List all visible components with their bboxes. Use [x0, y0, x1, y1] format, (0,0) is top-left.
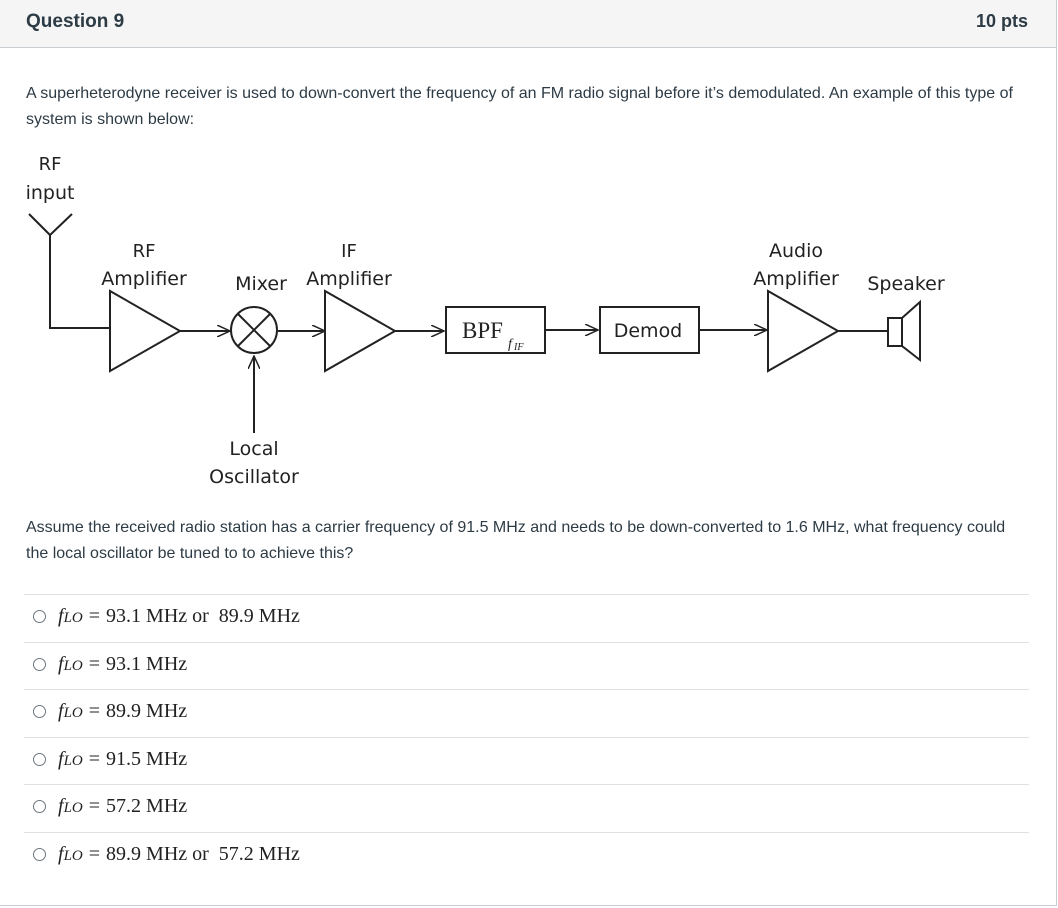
- superheterodyne-diagram: RF input RF Amplifier Mixer IF Amplifier…: [26, 154, 945, 488]
- answer-label[interactable]: fLO=93.1 MHz: [58, 652, 188, 675]
- answer-option[interactable]: fLO=91.5 MHz: [24, 736, 1029, 785]
- speaker-icon: [887, 299, 921, 363]
- rf-input-label-1: RF: [39, 154, 62, 175]
- bpf-box: [445, 306, 546, 354]
- radio-button[interactable]: [33, 705, 46, 719]
- answer-label[interactable]: fLO=91.5 MHz: [58, 747, 188, 770]
- answer-label[interactable]: fLO=89.9 MHz: [58, 700, 188, 723]
- rf-amp-label-2: Amplifier: [101, 268, 187, 290]
- rf-amp-label-1: RF: [133, 241, 156, 262]
- answer-option[interactable]: fLO=93.1 MHz or 89.9 MHz: [24, 594, 1029, 642]
- answer-label[interactable]: fLO=93.1 MHz or 89.9 MHz: [58, 605, 300, 627]
- lo-label-2: Oscillator: [209, 466, 299, 488]
- bpf-label: BPF: [462, 318, 503, 343]
- if-amplifier-triangle: [324, 289, 398, 373]
- answer-option[interactable]: fLO=89.9 MHz or 57.2 MHz: [24, 831, 1029, 880]
- rf-input-label-2: input: [26, 182, 75, 204]
- answer-option[interactable]: fLO=57.2 MHz: [24, 784, 1029, 832]
- demod-label: Demod: [614, 320, 683, 342]
- mixer-icon: [230, 306, 278, 354]
- question-points: 10 pts: [975, 11, 1028, 31]
- rf-amplifier-triangle: [109, 289, 183, 373]
- mixer-label: Mixer: [235, 273, 287, 295]
- radio-button[interactable]: [33, 752, 46, 766]
- answer-option[interactable]: fLO=89.9 MHz: [24, 689, 1029, 737]
- answer-label[interactable]: fLO=57.2 MHz: [58, 795, 188, 818]
- if-amp-label-1: IF: [341, 241, 357, 262]
- lo-label-1: Local: [229, 438, 278, 460]
- antenna-icon: [28, 213, 110, 329]
- radio-button[interactable]: [33, 800, 46, 814]
- bpf-sub-if: IF: [513, 342, 524, 353]
- audio-amplifier-triangle: [767, 289, 841, 373]
- radio-button[interactable]: [33, 610, 46, 623]
- question-prompt: A superheterodyne receiver is used to do…: [26, 85, 1013, 128]
- radio-button[interactable]: [33, 657, 46, 671]
- question-header: Question 9 10 pts: [0, 0, 1056, 48]
- answer-option[interactable]: fLO=93.1 MHz: [24, 641, 1029, 690]
- speaker-label: Speaker: [867, 273, 944, 295]
- radio-button[interactable]: [33, 847, 46, 861]
- bpf-sub-f: f: [508, 337, 514, 352]
- question-title: Question 9: [26, 11, 125, 32]
- audio-amp-label-2: Amplifier: [753, 268, 839, 290]
- if-amp-label-2: Amplifier: [306, 268, 392, 290]
- answer-list: fLO=93.1 MHz or 89.9 MHz fLO=93.1 MHz fL…: [24, 594, 1029, 880]
- audio-amp-label-1: Audio: [769, 240, 823, 262]
- question-prompt-2: Assume the received radio station has a …: [26, 519, 1006, 562]
- answer-label[interactable]: fLO=89.9 MHz or 57.2 MHz: [58, 842, 300, 865]
